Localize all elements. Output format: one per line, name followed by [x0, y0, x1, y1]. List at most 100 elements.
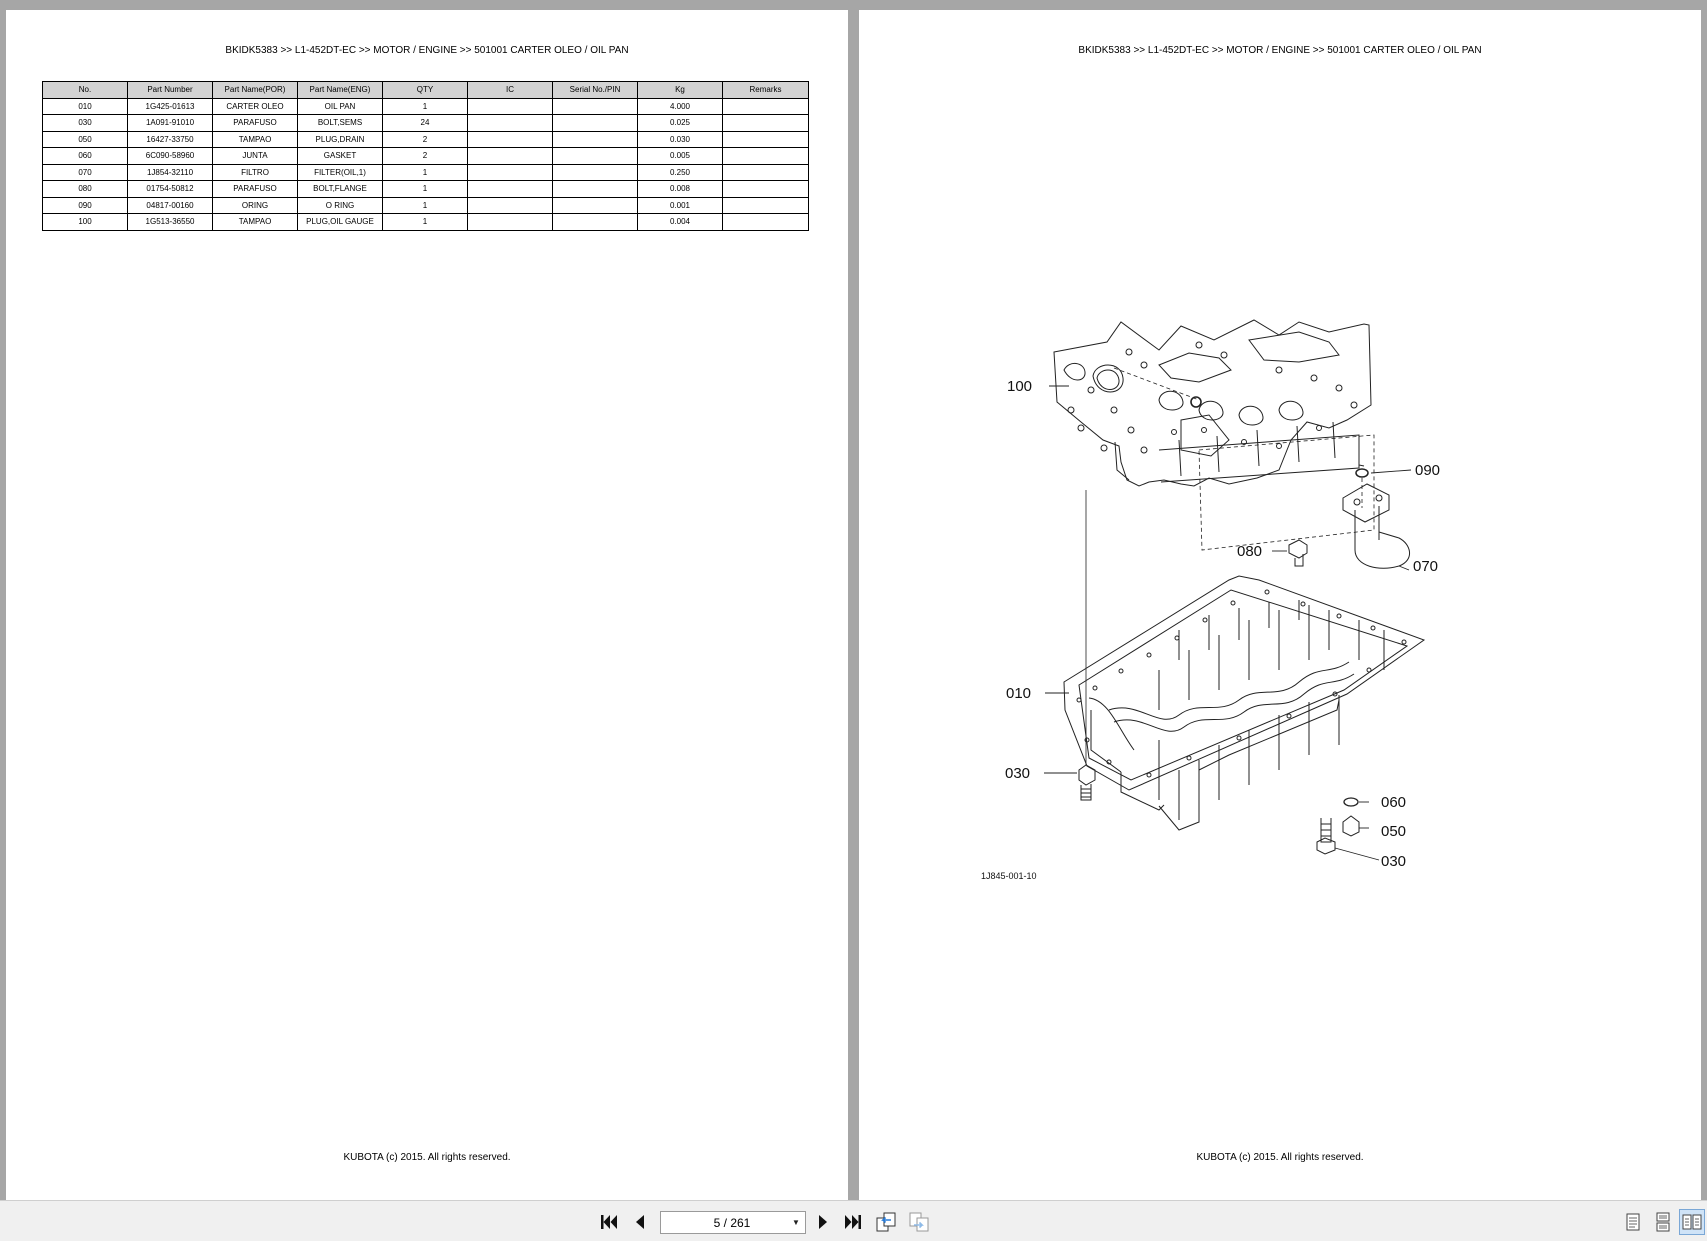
viewer-toolbar: 5 / 261 ▼	[0, 1200, 1707, 1241]
table-cell	[722, 147, 809, 165]
table-cell	[467, 130, 553, 148]
column-header: Kg	[637, 81, 723, 99]
two-page-view-icon	[1682, 1214, 1702, 1230]
gasket-drawing	[1343, 797, 1359, 807]
column-header: QTY	[382, 81, 468, 99]
table-cell: PARAFUSO	[212, 180, 298, 198]
table-cell: 060	[42, 147, 128, 165]
table-cell: 070	[42, 163, 128, 181]
page-footer: KUBOTA (c) 2015. All rights reserved.	[1196, 1152, 1364, 1163]
table-cell	[467, 196, 553, 214]
next-page-icon	[819, 1215, 827, 1229]
table-cell: PLUG,DRAIN	[297, 130, 383, 148]
continuous-view-button[interactable]	[1650, 1209, 1676, 1235]
table-cell: 1	[382, 196, 468, 214]
callout-label: 080	[1237, 543, 1262, 560]
table-cell: 6C090-58960	[127, 147, 213, 165]
go-forward-view-icon	[909, 1212, 929, 1232]
table-cell: 1G513-36550	[127, 213, 213, 231]
table-cell: 1	[382, 213, 468, 231]
table-cell: JUNTA	[212, 147, 298, 165]
page-indicator: 5 / 261	[713, 1215, 751, 1230]
first-page-icon	[601, 1215, 617, 1229]
callout-leader-lines	[1044, 385, 1412, 861]
table-cell	[552, 130, 638, 148]
go-forward-view-button[interactable]	[906, 1209, 932, 1235]
table-cell	[467, 114, 553, 132]
chevron-down-icon: ▼	[792, 1218, 800, 1227]
page-header: BKIDK5383 >> L1-452DT-EC >> MOTOR / ENGI…	[225, 45, 629, 56]
column-header: Part Number	[127, 81, 213, 99]
table-cell	[552, 97, 638, 115]
table-cell	[722, 97, 809, 115]
go-back-view-button[interactable]	[873, 1209, 899, 1235]
table-cell: 080	[42, 180, 128, 198]
callout-label: 030	[1381, 853, 1406, 870]
table-cell	[552, 196, 638, 214]
two-page-view-button[interactable]	[1679, 1209, 1705, 1235]
table-cell	[722, 180, 809, 198]
table-cell	[722, 114, 809, 132]
document-page-left: BKIDK5383 >> L1-452DT-EC >> MOTOR / ENGI…	[6, 10, 848, 1200]
table-cell: BOLT,SEMS	[297, 114, 383, 132]
callout-label: 030	[1005, 765, 1030, 782]
continuous-view-icon	[1656, 1212, 1670, 1232]
table-cell: ORING	[212, 196, 298, 214]
page-number-selector[interactable]: 5 / 261 ▼	[660, 1211, 806, 1234]
table-cell	[552, 213, 638, 231]
last-page-button[interactable]	[840, 1209, 866, 1235]
callout-label: 070	[1413, 558, 1438, 575]
table-cell: 0.004	[637, 213, 723, 231]
column-header: Serial No./PIN	[552, 81, 638, 99]
table-cell: PARAFUSO	[212, 114, 298, 132]
table-cell: 24	[382, 114, 468, 132]
assembly-guide-lines	[1113, 367, 1375, 551]
single-page-view-icon	[1626, 1213, 1640, 1231]
single-page-view-button[interactable]	[1620, 1209, 1646, 1235]
last-page-icon	[845, 1215, 861, 1229]
table-cell: TAMPAO	[212, 130, 298, 148]
column-header: Remarks	[722, 81, 809, 99]
first-page-button[interactable]	[596, 1209, 622, 1235]
table-cell: 090	[42, 196, 128, 214]
table-cell: CARTER OLEO	[212, 97, 298, 115]
table-cell: 0.001	[637, 196, 723, 214]
table-cell: FILTRO	[212, 163, 298, 181]
table-cell: GASKET	[297, 147, 383, 165]
table-cell: TAMPAO	[212, 213, 298, 231]
flange-bolt-drawing	[1288, 539, 1308, 567]
sems-bolt-drawing	[1078, 764, 1096, 801]
table-cell: 100	[42, 213, 128, 231]
table-cell: 0.030	[637, 130, 723, 148]
sems-bolt-drawing	[1316, 818, 1336, 855]
table-cell: 2	[382, 130, 468, 148]
column-header: Part Name(POR)	[212, 81, 298, 99]
previous-page-button[interactable]	[627, 1209, 653, 1235]
table-cell: 16427-33750	[127, 130, 213, 148]
table-cell: O RING	[297, 196, 383, 214]
table-cell	[467, 213, 553, 231]
oil-strainer-drawing	[1342, 483, 1410, 569]
table-cell: 0.005	[637, 147, 723, 165]
table-cell: BOLT,FLANGE	[297, 180, 383, 198]
table-cell	[722, 130, 809, 148]
column-header: IC	[467, 81, 553, 99]
table-cell	[467, 97, 553, 115]
previous-page-icon	[636, 1215, 644, 1229]
table-cell: 1	[382, 97, 468, 115]
table-cell	[467, 163, 553, 181]
table-cell: 1A091-91010	[127, 114, 213, 132]
table-cell: PLUG,OIL GAUGE	[297, 213, 383, 231]
table-cell: FILTER(OIL,1)	[297, 163, 383, 181]
table-cell	[722, 196, 809, 214]
callout-label: 100	[1007, 378, 1032, 395]
table-cell: 1G425-01613	[127, 97, 213, 115]
table-cell: 4.000	[637, 97, 723, 115]
next-page-button[interactable]	[810, 1209, 836, 1235]
